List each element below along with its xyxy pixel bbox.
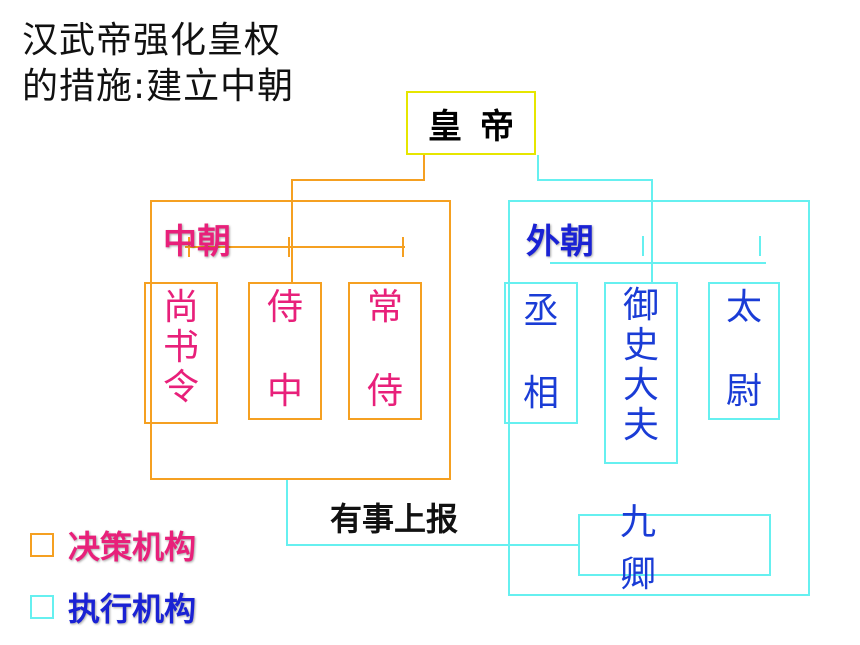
office-shizhong: 侍 中 — [248, 282, 322, 420]
outer-court-box — [508, 200, 810, 596]
office-char: 史 — [622, 325, 659, 366]
office-char: 侍 — [266, 287, 303, 328]
nine-ministers-box: 九卿 — [578, 502, 771, 595]
report-label: 有事上报 — [330, 500, 459, 538]
page-title: 汉武帝强化皇权 的措施:建立中朝 — [22, 18, 294, 110]
legend-swatch-execution — [30, 595, 54, 619]
office-char: 尉 — [725, 371, 762, 412]
emperor-box: 皇帝 — [406, 91, 536, 155]
legend-decision: 决策机构 — [30, 522, 196, 568]
office-char: 大 — [622, 365, 659, 406]
office-char: 侍 — [366, 371, 403, 412]
legend-execution: 执行机构 — [30, 584, 196, 630]
office-char: 令 — [162, 367, 199, 408]
office-char: 中 — [266, 371, 303, 412]
office-char: 御 — [622, 285, 659, 326]
inner-court-box — [150, 200, 451, 480]
office-char: 夫 — [622, 405, 659, 446]
office-yushidafu: 御 史 大 夫 — [604, 282, 678, 464]
legend-label-decision: 决策机构 — [68, 528, 197, 566]
office-char: 相 — [522, 373, 559, 414]
office-char: 书 — [162, 327, 199, 368]
office-shangshuling: 尚 书 令 — [144, 282, 218, 424]
office-char: 常 — [366, 287, 403, 328]
report-connector — [286, 480, 578, 546]
office-char: 太 — [725, 287, 762, 328]
office-chengxiang: 丞 相 — [504, 282, 578, 424]
legend-label-execution: 执行机构 — [68, 590, 197, 628]
office-taiwei: 太 尉 — [708, 282, 780, 420]
outer-court-label: 外朝 — [526, 222, 594, 262]
office-changshi: 常 侍 — [348, 282, 422, 420]
inner-court-label: 中朝 — [163, 222, 231, 262]
legend-swatch-decision — [30, 533, 54, 557]
title-line-1: 汉武帝强化皇权 — [22, 20, 282, 61]
office-char: 丞 — [522, 291, 559, 332]
title-line-2: 的措施:建立中朝 — [22, 66, 295, 107]
office-char: 尚 — [162, 287, 199, 328]
emperor-to-outer-connector — [537, 155, 653, 282]
emperor-to-inner-connector — [291, 155, 425, 282]
